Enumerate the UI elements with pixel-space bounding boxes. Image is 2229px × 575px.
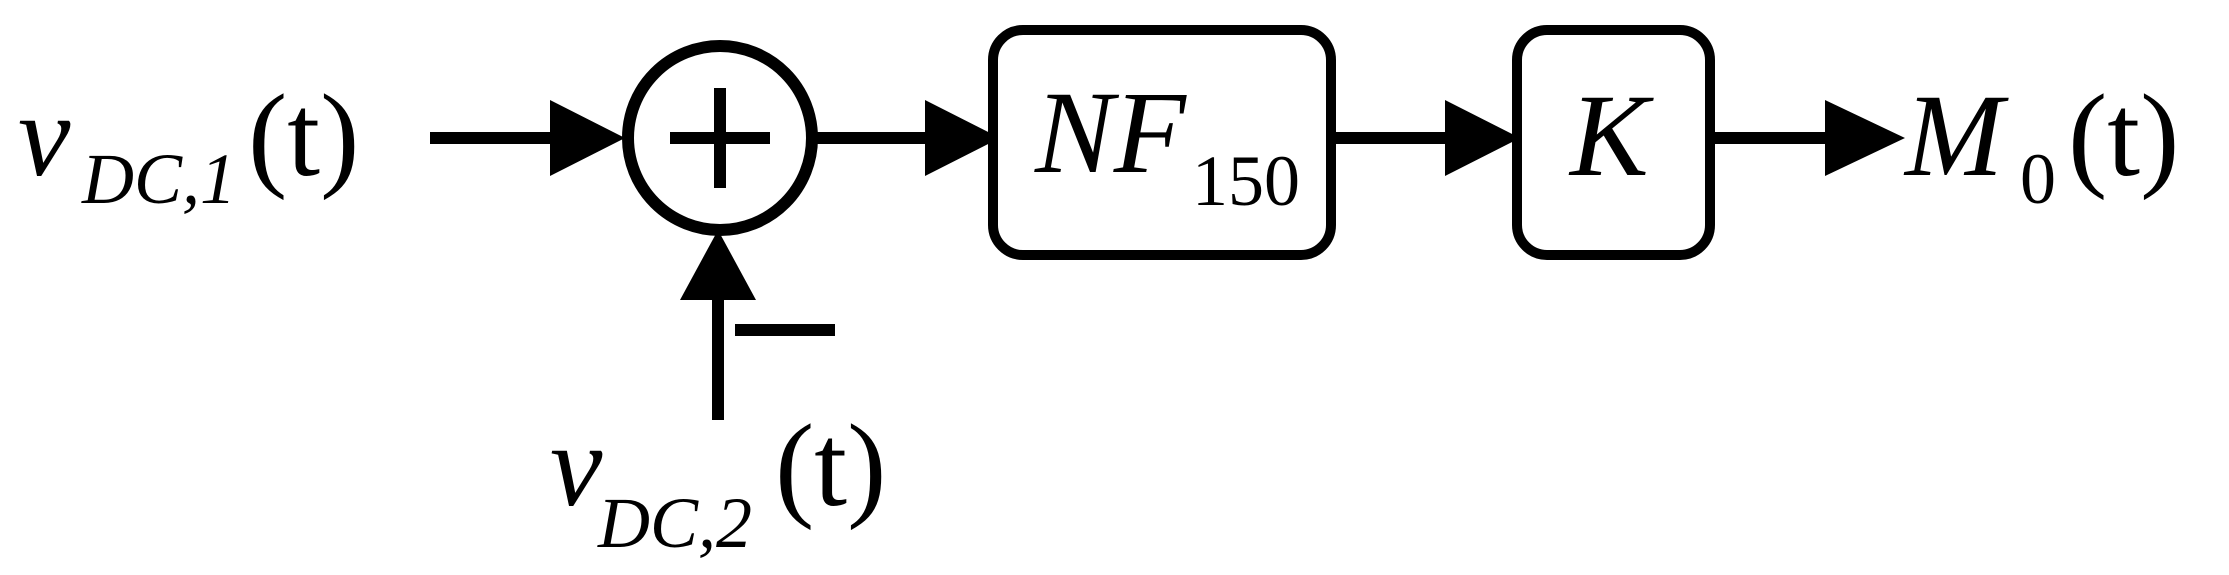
arrow-input1-to-summer (430, 100, 625, 176)
input1-var: v (18, 70, 71, 201)
output-argument: (t) (2068, 70, 2179, 201)
input1-argument: (t) (248, 70, 359, 201)
gain-block-name: K (1568, 70, 1654, 201)
output-subscript: 0 (2020, 139, 2056, 219)
gain-block: K (1512, 25, 1715, 260)
input2-label: v DC,2 (t) (550, 400, 886, 563)
input1-label: v DC,1 (t) (18, 70, 359, 219)
arrow-filter-to-gain (1331, 100, 1520, 176)
input1-subscript: DC,1 (81, 139, 236, 219)
filter-block-subscript: 150 (1192, 141, 1300, 221)
input2-var: v (550, 400, 603, 531)
filter-block-name: NF (1034, 67, 1188, 198)
output-label: M 0 (t) (1903, 70, 2179, 219)
input2-subscript: DC,2 (597, 483, 752, 563)
filter-block: NF 150 (988, 25, 1336, 260)
input2-argument: (t) (775, 400, 886, 531)
arrow-summer-to-filter (812, 100, 1000, 176)
output-var: M (1903, 70, 2009, 201)
arrow-gain-to-output (1710, 100, 1905, 176)
arrow-input2-to-summer (680, 230, 756, 420)
summing-junction (622, 40, 818, 236)
